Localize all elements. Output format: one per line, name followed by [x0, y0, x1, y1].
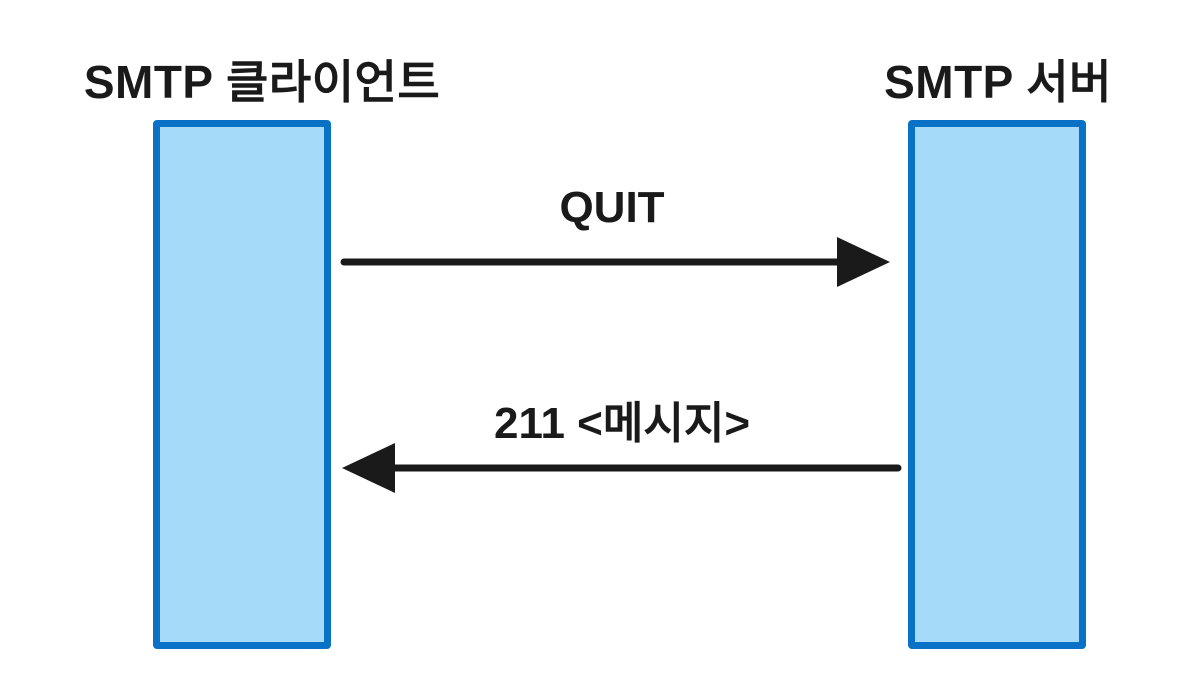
message-label-reply: 211 <메시지>: [493, 399, 751, 448]
server-title: SMTP 서버: [884, 56, 1112, 108]
message-label-quit: QUIT: [559, 183, 665, 232]
arrow-right-icon: [340, 237, 890, 287]
client-lifeline-box: [153, 120, 331, 649]
arrow-left-icon: [342, 443, 902, 493]
client-title: SMTP 클라이언트: [83, 56, 441, 108]
server-lifeline-box: [908, 120, 1086, 649]
